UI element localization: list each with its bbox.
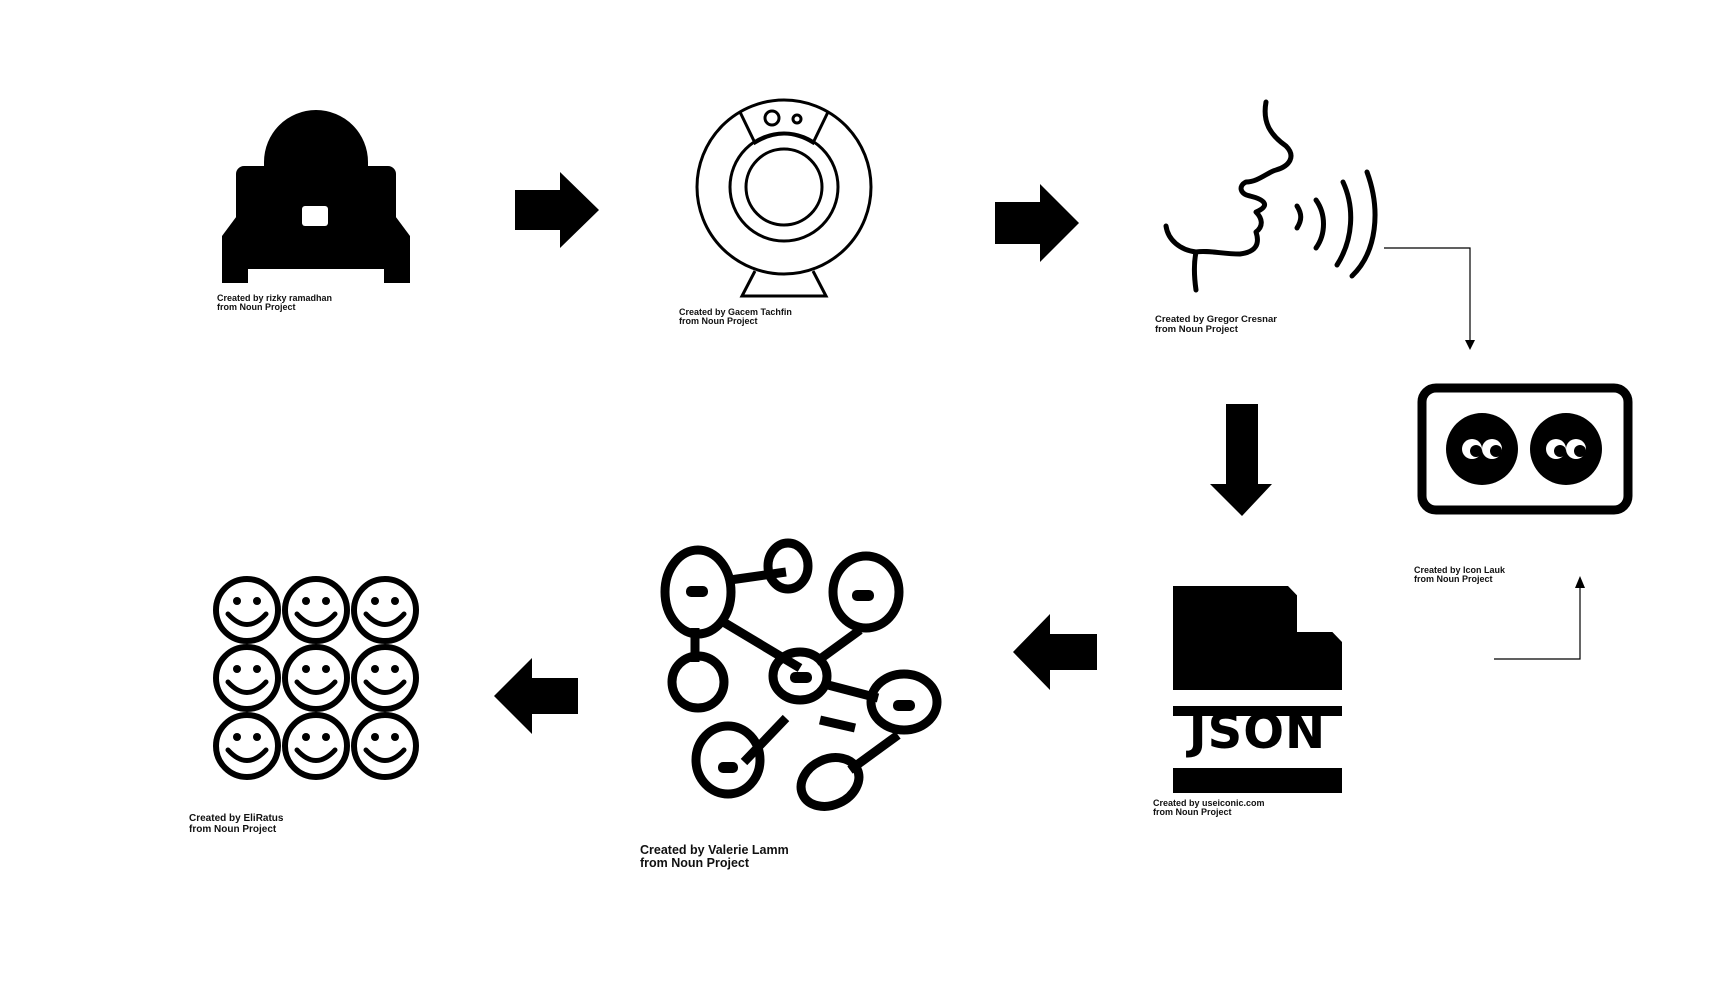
json-file-icon [1173,586,1342,793]
credit-line: Created by EliRatus [189,813,284,824]
credit-sensor: Created by Icon Lauk from Noun Project [1414,565,1506,585]
smiley-face-icon [351,644,419,712]
connector-sensor-to-json [1494,576,1585,660]
arrow-right-icon [515,172,599,248]
smiley-face-icon [213,712,281,780]
speaking-face-icon [1163,99,1378,293]
smiley-face-icon [282,712,350,780]
credit-webcam: Created by Gacem Tachfin from Noun Proje… [679,307,792,327]
credit-line: from Noun Project [189,823,277,835]
credit-line: from Noun Project [679,316,758,327]
arrow-left-icon [1013,614,1097,690]
sensor-eyes-icon [1417,383,1633,515]
credit-line: from Noun Project [1155,323,1238,335]
credit-line: Created by Gacem Tachfin [679,307,792,317]
credit-speech: Created by Gregor Cresnar from Noun Proj… [1155,315,1277,335]
smiley-face-icon [282,644,350,712]
smiley-face-icon [351,712,419,780]
credit-user: Created by rizky ramadhan from Noun Proj… [217,293,333,313]
json-file-label: JSON [1188,704,1327,760]
smiley-face-icon [351,576,419,644]
credit-network: Created by Valerie Lamm from Noun Projec… [640,843,789,871]
credit-line: from Noun Project [217,302,296,313]
arrow-down-icon [1210,404,1272,516]
user-laptop-icon [222,110,410,283]
credit-line: from Noun Project [1414,574,1493,585]
smiley-face-icon [213,576,281,644]
arrow-left-icon [494,658,578,734]
credit-line: Created by Gregor Cresnar [1155,314,1277,325]
credit-line: Created by Valerie Lamm [640,843,789,857]
arrow-right-icon [995,184,1079,262]
credit-line: from Noun Project [1153,807,1232,818]
smiley-face-icon [282,576,350,644]
credit-line: Created by useiconic.com [1153,798,1265,808]
credit-line: Created by rizky ramadhan [217,293,333,303]
credit-line: from Noun Project [640,856,750,871]
smiley-face-icon [213,644,281,712]
credit-crowd: Created by EliRatus from Noun Project [189,813,284,835]
credit-json: Created by useiconic.com from Noun Proje… [1153,798,1265,818]
webcam-icon [695,98,873,298]
smiley-grid-icon [213,576,419,780]
credit-line: Created by Icon Lauk [1414,565,1506,575]
connector-speech-to-sensor [1384,247,1475,350]
network-graph-icon [660,538,942,811]
